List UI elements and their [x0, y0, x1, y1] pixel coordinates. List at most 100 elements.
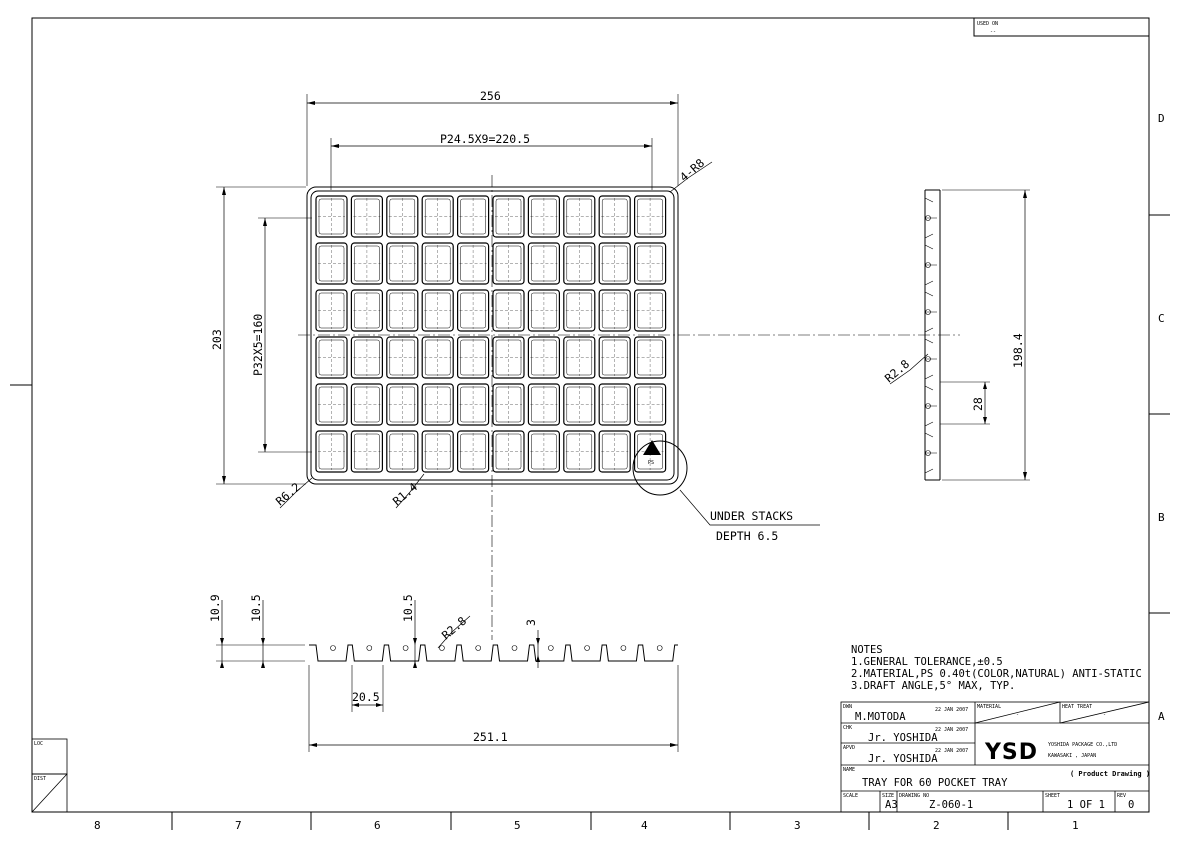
pocket: [457, 195, 490, 238]
zone-row-b: B: [1158, 511, 1165, 524]
pocket: [527, 289, 561, 332]
side-pocket-hole: [925, 309, 931, 315]
pocket: [633, 430, 667, 473]
pocket: [386, 195, 419, 238]
pocket-centerline: [636, 339, 664, 376]
pocket-centerline: [601, 433, 629, 470]
pocket: [421, 289, 454, 332]
dim-front-h1: 10.9: [208, 594, 222, 622]
tb-heat-treat-label: HEAT TREAT: [1062, 704, 1092, 710]
side-pocket-hole: [925, 403, 931, 409]
side-pocket-mark: [924, 432, 937, 474]
pocket-centerline: [424, 386, 452, 423]
pocket-centerline: [565, 292, 593, 329]
dim-side-height: 198.4: [1011, 333, 1025, 368]
pocket: [633, 242, 667, 285]
tb-apvd-label: APVD: [843, 745, 855, 751]
used-on-value: --: [990, 29, 996, 35]
pocket: [563, 430, 596, 473]
front-pocket-hole: [366, 645, 373, 651]
notes-title: NOTES: [851, 644, 883, 656]
pocket: [527, 195, 561, 238]
dim-overall-height: 203: [210, 329, 224, 350]
title-block: [840, 701, 1150, 813]
notes: NOTES 1.GENERAL TOLERANCE,±0.5 2.MATERIA…: [851, 644, 1142, 692]
pocket-centerline: [601, 386, 629, 423]
pocket-centerline: [601, 245, 629, 282]
side-pocket-mark: [924, 197, 937, 239]
pocket: [527, 383, 561, 426]
pocket-centerline: [495, 339, 522, 376]
dim-pitch-x: P24.5X9=220.5: [440, 132, 530, 146]
pocket: [421, 430, 454, 473]
front-profile: [309, 644, 678, 662]
pocket-centerline: [459, 339, 487, 376]
pocket: [457, 289, 490, 332]
front-pocket-hole: [584, 645, 590, 651]
front-pocket-hole: [511, 645, 518, 651]
pocket: [350, 195, 383, 238]
pocket: [563, 383, 596, 426]
tb-drawing-no-label: DRAWING NO: [899, 793, 929, 799]
pocket-centerline: [459, 386, 487, 423]
pocket: [457, 430, 490, 473]
sheet-border: [31, 17, 1150, 813]
pocket-centerline: [636, 245, 664, 282]
zone-col-5: 5: [514, 819, 521, 832]
pocket: [633, 336, 667, 379]
front-pocket-hole: [547, 645, 554, 651]
front-pocket-hole: [439, 645, 445, 651]
tb-company-location: KAWASAKI , JAPAN: [1048, 753, 1096, 759]
pocket-centerline: [565, 198, 593, 235]
tb-chk-date: 22 JAN 2007: [935, 727, 968, 733]
pocket-centerline: [495, 245, 522, 282]
pocket-centerline: [636, 433, 664, 470]
dim-side-pitch: 28: [971, 397, 985, 411]
dim-corner-radius: 4-R8: [677, 156, 707, 185]
pocket-centerline: [459, 292, 487, 329]
tb-name-value: TRAY FOR 60 POCKET TRAY: [862, 777, 1008, 789]
pocket-centerline: [495, 386, 522, 423]
pocket: [563, 195, 596, 238]
zone-col-1: 1: [1072, 819, 1079, 832]
front-pocket-hole: [656, 645, 663, 651]
pocket-centerline: [388, 245, 416, 282]
pocket-centerline: [318, 292, 345, 329]
pocket: [492, 430, 525, 473]
pocket-centerline: [459, 433, 487, 470]
used-on-box: USED ON --: [973, 17, 1150, 37]
pocket: [527, 430, 561, 473]
side-pocket-mark: [924, 291, 937, 333]
tb-chk-name: Jr. YOSHIDA: [868, 732, 938, 744]
zone-row-c: C: [1158, 312, 1165, 325]
tb-dwn-date: 22 JAN 2007: [935, 707, 968, 713]
front-pocket-hole: [475, 645, 482, 651]
side-pocket-hole: [925, 356, 931, 362]
pocket-centerline: [636, 292, 664, 329]
pocket-grid: [315, 195, 667, 473]
pocket-centerline: [353, 198, 381, 235]
pocket: [633, 195, 667, 238]
pocket-centerline: [388, 292, 416, 329]
pocket-centerline: [530, 292, 558, 329]
pocket: [527, 336, 561, 379]
side-pocket-hole: [925, 262, 931, 268]
pocket-centerline: [353, 292, 381, 329]
zone-ticks: [10, 214, 1170, 830]
pocket-centerline: [565, 386, 593, 423]
callout-line1: UNDER STACKS: [710, 509, 793, 523]
tb-scale-label: SCALE: [843, 793, 858, 799]
zone-row-a: A: [1158, 710, 1165, 723]
pocket: [315, 195, 348, 238]
tb-dwn-name: M.MOTODA: [855, 711, 906, 723]
pocket: [598, 430, 631, 473]
tray-outline-inner: [310, 190, 675, 481]
pocket-centerline: [459, 198, 487, 235]
pocket: [527, 242, 561, 285]
pocket: [350, 242, 383, 285]
company-logo: YSD: [984, 740, 1038, 765]
pocket: [315, 289, 348, 332]
pocket-centerline: [459, 245, 487, 282]
pocket: [386, 430, 419, 473]
zone-col-3: 3: [794, 819, 801, 832]
